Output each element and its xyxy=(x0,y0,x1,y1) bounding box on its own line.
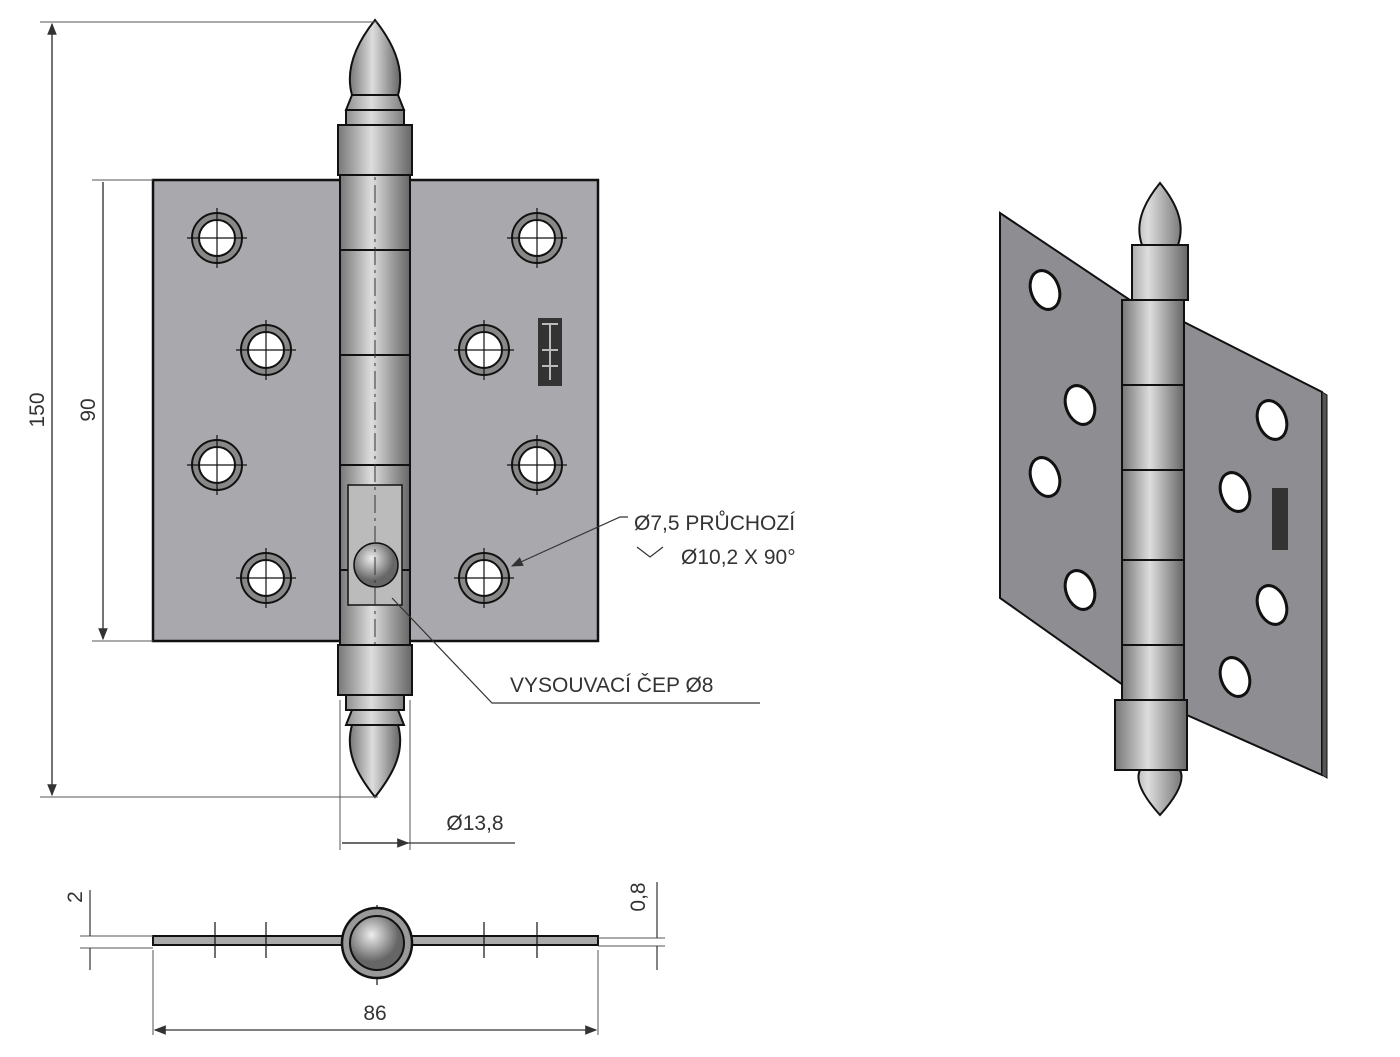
logo-stamp xyxy=(538,318,562,386)
callout-hole-through: Ø7,5 PRŮCHOZÍ xyxy=(634,511,795,535)
front-view: 150 90 Ø13,8 Ø7,5 PRŮCHOZÍ Ø10,2 X 90° V… xyxy=(26,20,796,850)
screw-holes xyxy=(187,208,567,608)
dim-plate-width: 86 xyxy=(363,1002,386,1025)
dim-knuckle-diameter: Ø13,8 xyxy=(446,812,503,835)
iso-logo-stamp xyxy=(1272,488,1288,550)
knuckle xyxy=(337,18,413,799)
isometric-view xyxy=(999,181,1328,817)
side-view: 86 2 0,8 xyxy=(64,882,665,1035)
dim-plate-height: 90 xyxy=(77,398,100,421)
dim-knuckle-offset: 2 xyxy=(64,891,87,903)
dim-overall-height: 150 xyxy=(26,392,49,427)
dim-plate-thickness: 0,8 xyxy=(627,882,650,911)
callout-pin: VYSOUVACÍ ČEP Ø8 xyxy=(510,674,713,697)
callout-countersink: Ø10,2 X 90° xyxy=(681,546,796,569)
